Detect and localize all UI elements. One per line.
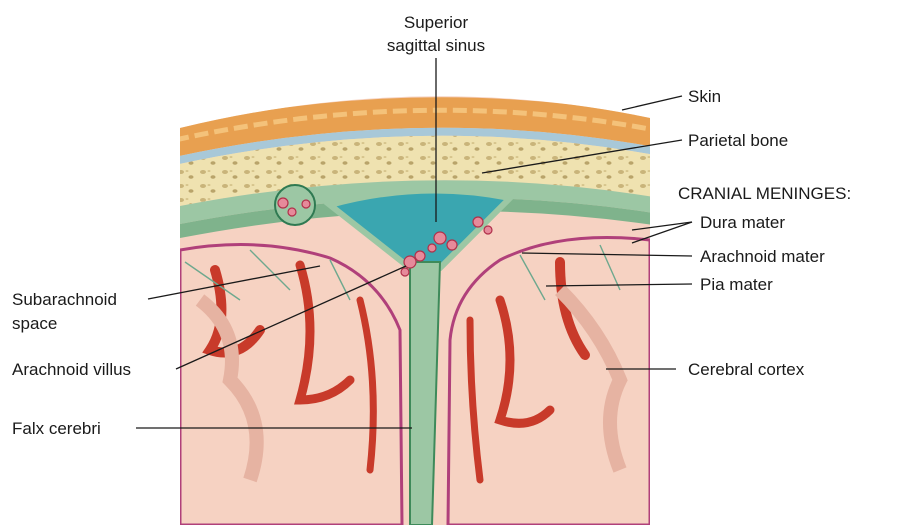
label-superior: Superior [404, 13, 469, 32]
label-skin: Skin [688, 87, 721, 106]
label-sagittal-sinus: sagittal sinus [387, 36, 485, 55]
leader-skin [622, 96, 682, 110]
label-dura-mater: Dura mater [700, 213, 785, 232]
label-parietal-bone: Parietal bone [688, 131, 788, 150]
label-cerebral-cortex: Cerebral cortex [688, 360, 805, 379]
label-space: space [12, 314, 57, 333]
label-pia-mater: Pia mater [700, 275, 773, 294]
label-arachnoid-villus: Arachnoid villus [12, 360, 131, 379]
label-falx-cerebri: Falx cerebri [12, 419, 101, 438]
label-subarachnoid: Subarachnoid [12, 290, 117, 309]
label-cranial-meninges: CRANIAL MENINGES: [678, 184, 851, 203]
anatomy-illustration [150, 60, 670, 525]
label-arachnoid-mater: Arachnoid mater [700, 247, 825, 266]
